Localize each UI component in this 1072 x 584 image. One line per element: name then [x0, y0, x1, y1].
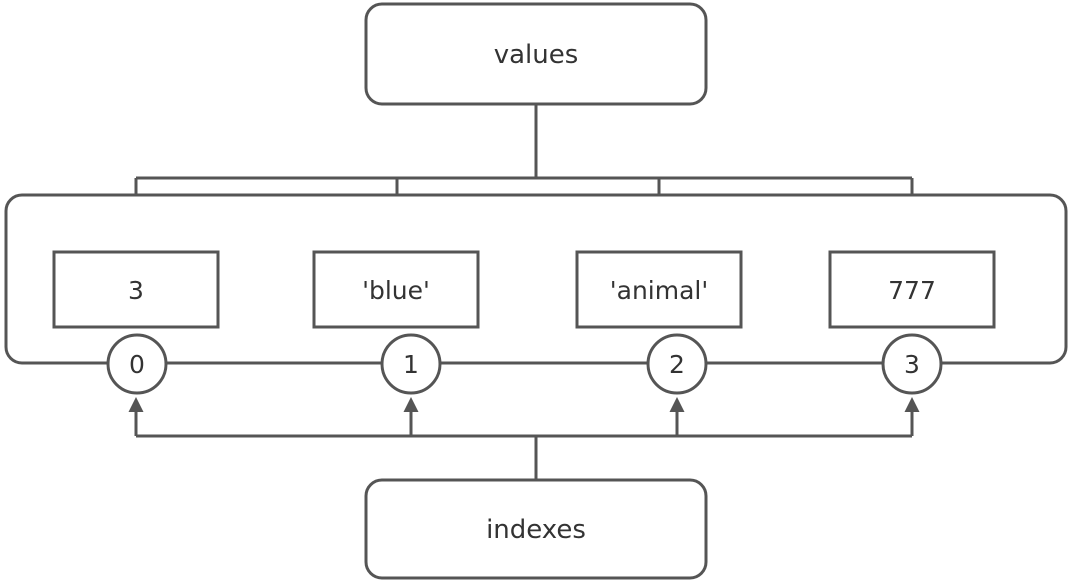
list-cell-0 — [52, 250, 220, 329]
index-label-2: 2 — [669, 350, 685, 379]
list-cell-2 — [575, 250, 743, 329]
indexes-label: indexes — [486, 515, 586, 545]
list-cell-value-2: 'animal' — [610, 276, 708, 305]
index-circle-1 — [380, 333, 442, 395]
list-cell-value-0: 3 — [128, 276, 144, 305]
index-label-1: 1 — [403, 350, 419, 379]
list-cell-value-3: 777 — [888, 276, 936, 305]
list-cell-value-1: 'blue' — [362, 276, 430, 305]
index-circle-3 — [881, 333, 943, 395]
list-cell-3 — [828, 250, 996, 329]
list-cell-1 — [312, 250, 480, 329]
index-label-0: 0 — [129, 350, 145, 379]
index-label-3: 3 — [904, 350, 920, 379]
index-circle-2 — [646, 333, 708, 395]
indexes-box — [364, 478, 708, 580]
values-label: values — [494, 40, 579, 70]
list-container — [4, 193, 1068, 365]
index-circle-0 — [106, 333, 168, 395]
